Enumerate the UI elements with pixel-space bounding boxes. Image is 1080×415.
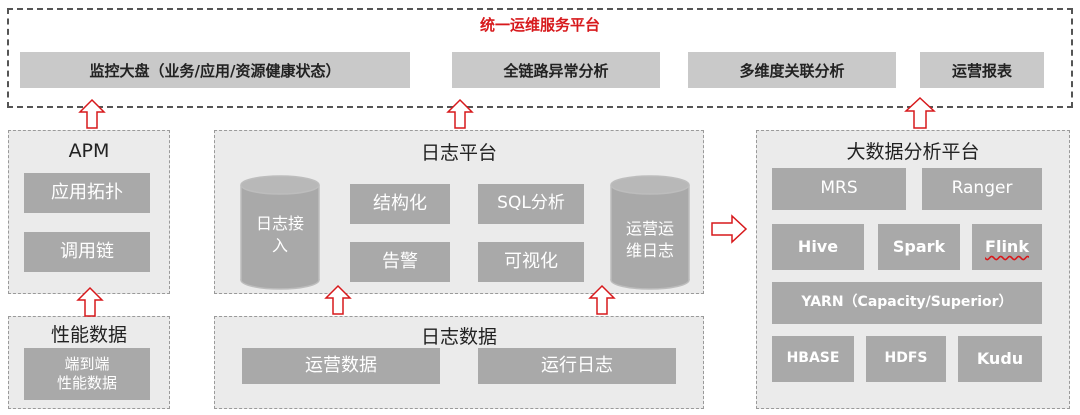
platform-item-fullchain[interactable]: 全链路异常分析 <box>452 52 660 88</box>
ops-log-cylinder <box>610 175 690 290</box>
bigdata-flink[interactable]: Flink <box>972 224 1042 270</box>
apm-item-topology[interactable]: 应用拓扑 <box>24 173 150 213</box>
arrow-up-logdata-to-logplatform-left <box>324 284 352 315</box>
bigdata-flink-label: Flink <box>985 237 1029 256</box>
log-item-structuring[interactable]: 结构化 <box>350 184 450 224</box>
arrow-up-bigdata-to-platform <box>904 96 936 129</box>
bigdata-kudu[interactable]: Kudu <box>958 336 1042 382</box>
bigdata-yarn[interactable]: YARN（Capacity/Superior） <box>772 282 1042 324</box>
log-item-sql[interactable]: SQL分析 <box>478 184 584 224</box>
ops-log-label: 运营运 维日志 <box>625 219 674 260</box>
bigdata-title: 大数据分析平台 <box>846 141 980 163</box>
log-item-alert[interactable]: 告警 <box>350 242 450 282</box>
arrow-up-logdata-to-logplatform-right <box>588 284 616 315</box>
bigdata-mrs[interactable]: MRS <box>772 168 906 210</box>
platform-item-multidim[interactable]: 多维度关联分析 <box>688 52 896 88</box>
bigdata-hdfs[interactable]: HDFS <box>866 336 946 382</box>
bigdata-ranger[interactable]: Ranger <box>922 168 1042 210</box>
bigdata-hbase[interactable]: HBASE <box>772 336 854 382</box>
log-data-runlog[interactable]: 运行日志 <box>478 348 676 384</box>
log-platform-title: 日志平台 <box>420 142 497 164</box>
arrow-up-perf-to-apm <box>76 286 104 317</box>
platform-title: 统一运维服务平台 <box>479 16 600 34</box>
log-data-ops[interactable]: 运营数据 <box>242 348 440 384</box>
bigdata-spark[interactable]: Spark <box>878 224 960 270</box>
log-data-title: 日志数据 <box>420 326 497 348</box>
arrow-up-log-to-platform <box>446 98 474 129</box>
platform-item-dashboard[interactable]: 监控大盘（业务/应用/资源健康状态） <box>20 52 410 88</box>
log-ingest-label: 日志接 入 <box>255 214 304 255</box>
log-item-visualization[interactable]: 可视化 <box>478 242 584 282</box>
log-ingest-cylinder <box>240 175 320 290</box>
perf-title: 性能数据 <box>50 324 127 346</box>
apm-item-callchain[interactable]: 调用链 <box>24 232 150 272</box>
platform-item-report[interactable]: 运营报表 <box>920 52 1044 88</box>
apm-title: APM <box>68 140 110 162</box>
arrow-right-logplatform-to-bigdata <box>711 214 748 244</box>
arrow-up-apm-to-platform <box>78 98 106 129</box>
perf-item-e2e[interactable]: 端到端 性能数据 <box>24 348 150 400</box>
bigdata-hive[interactable]: Hive <box>772 224 864 270</box>
